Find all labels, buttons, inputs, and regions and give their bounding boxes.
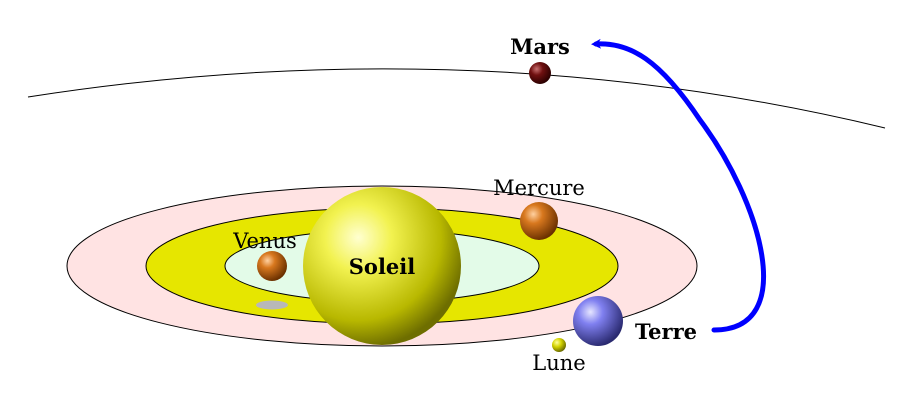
transfer-arrow (591, 38, 766, 333)
sun (303, 187, 461, 345)
terre-planet (573, 296, 623, 346)
mercure-label: Mercure (493, 176, 585, 200)
lune-label: Lune (532, 351, 585, 375)
mercure-planet (520, 202, 558, 240)
lune-moon (552, 338, 566, 352)
mars-planet (529, 62, 551, 84)
venus-planet (257, 251, 287, 281)
mars-label: Mars (510, 34, 570, 59)
terre-label: Terre (635, 319, 697, 344)
venus-label: Venus (232, 229, 297, 253)
soleil-label: Soleil (349, 254, 415, 279)
venus-shadow (256, 300, 288, 310)
mars-orbit (27, 68, 886, 129)
